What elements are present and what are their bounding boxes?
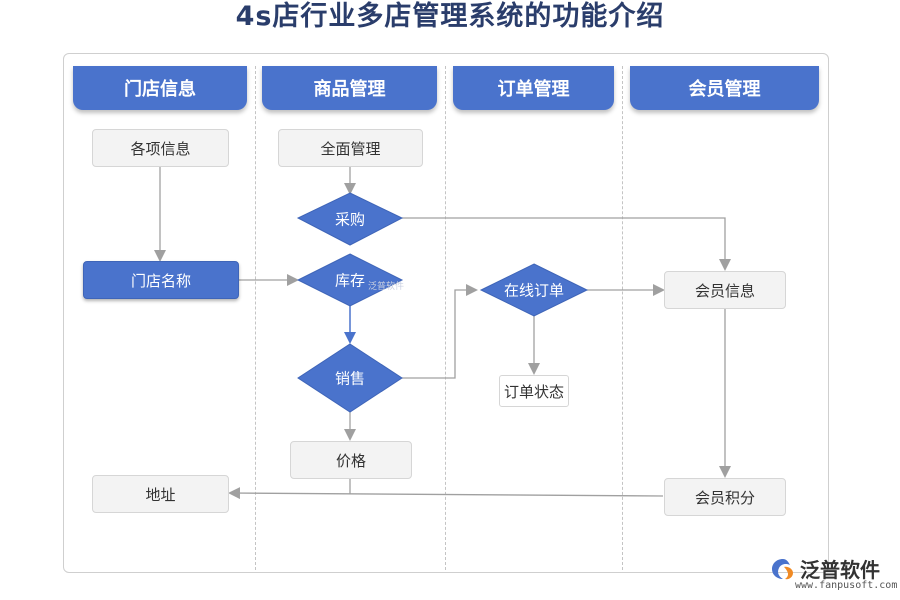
lane-header-store-info: 门店信息 — [73, 66, 247, 110]
lane-header-member-mgmt: 会员管理 — [630, 66, 819, 110]
store-name-node: 门店名称 — [83, 261, 239, 299]
lane-header-order-mgmt: 订单管理 — [453, 66, 614, 110]
sales-label: 销售 — [334, 369, 366, 388]
inventory-label: 库存 — [334, 271, 366, 290]
lane-header-product-mgmt: 商品管理 — [262, 66, 437, 110]
purchase-diamond — [296, 192, 404, 246]
brand-url: www.fanpusoft.com — [795, 580, 898, 591]
edge-memberpoints-address — [228, 487, 664, 500]
member-points-node: 会员积分 — [664, 478, 786, 516]
online-order-label: 在线订单 — [503, 281, 565, 300]
online-order-diamond — [479, 263, 589, 317]
brand-name: 泛普软件 — [800, 558, 880, 582]
full-mgmt-node: 全面管理 — [278, 129, 423, 167]
page-title: 4s店行业多店管理系统的功能介绍 — [235, 1, 665, 32]
watermark-text: 泛普软件 — [368, 282, 405, 292]
lane-divider — [622, 66, 623, 570]
price-node: 价格 — [290, 441, 412, 479]
edge-purchase-memberinfo — [402, 217, 731, 271]
purchase-label: 采购 — [334, 210, 366, 229]
fanpu-logo-icon — [772, 558, 793, 579]
brand-logo: 泛普软件 — [770, 554, 880, 583]
lane-divider — [255, 66, 256, 570]
sales-diamond — [297, 343, 403, 413]
edge-sales-onlineorder — [402, 284, 478, 379]
item-info-node: 各项信息 — [92, 129, 229, 167]
inventory-diamond — [296, 253, 404, 307]
member-info-node: 会员信息 — [664, 271, 786, 309]
order-status-node: 订单状态 — [499, 375, 569, 407]
address-node: 地址 — [92, 475, 229, 513]
lane-divider — [445, 66, 446, 570]
